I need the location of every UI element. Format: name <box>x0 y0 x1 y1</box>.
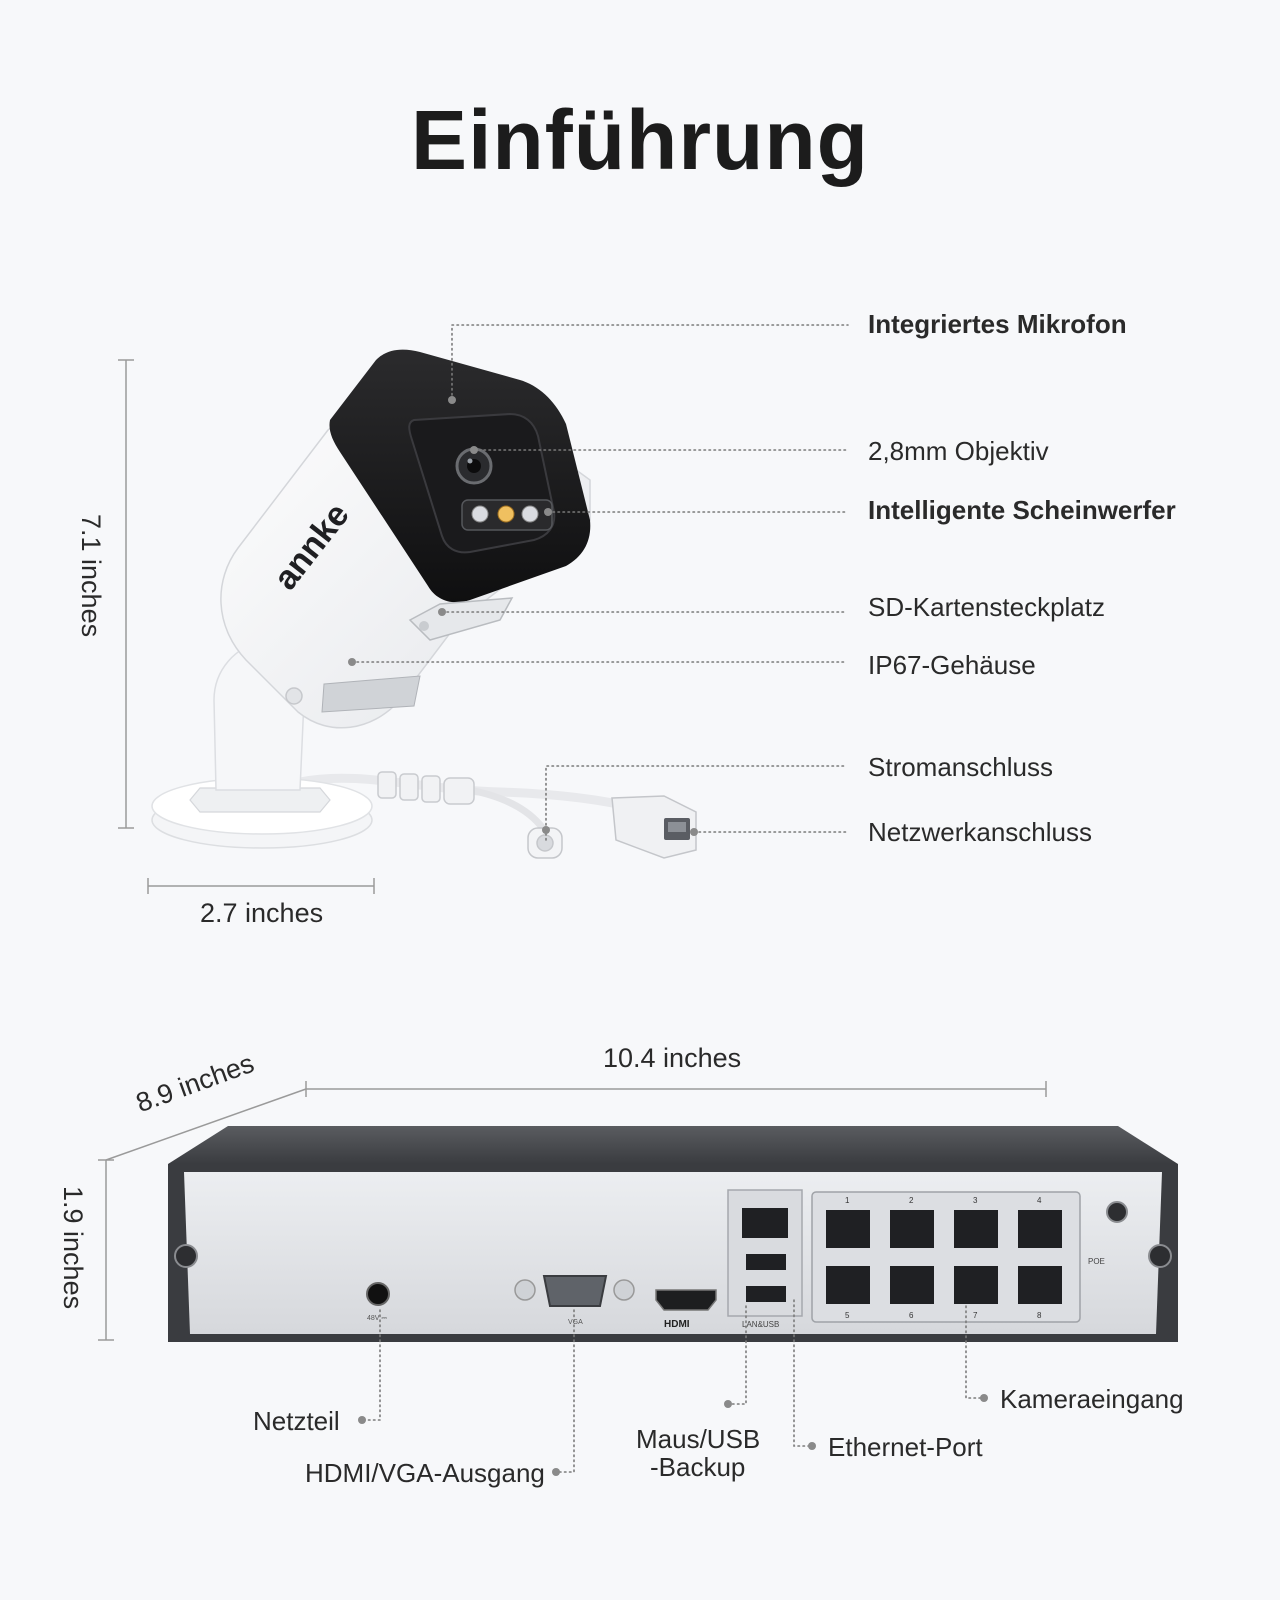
callout-psu: Netzteil <box>253 1406 340 1436</box>
sd-card-slot <box>408 597 514 641</box>
nvr-height-label: 1.9 inches <box>58 1186 88 1310</box>
nvr-width-label: 10.4 inches <box>603 1043 742 1073</box>
callout-usb-line2: -Backup <box>650 1452 746 1482</box>
svg-text:1: 1 <box>845 1196 850 1205</box>
callout-spotlights: Intelligente Scheinwerfer <box>868 495 1176 525</box>
nvr-vga-label: VGA <box>568 1319 583 1326</box>
svg-text:5: 5 <box>845 1311 850 1320</box>
callout-camera-input: Kameraeingang <box>1000 1384 1184 1414</box>
rj45-connector <box>611 795 697 859</box>
camera-callout-dots <box>348 396 698 836</box>
svg-text:2: 2 <box>909 1196 914 1205</box>
nvr-poe-label: POE <box>1088 1257 1105 1266</box>
nvr-screws <box>174 1201 1172 1268</box>
nvr-port-numbers: 1 2 3 4 5 6 7 8 <box>845 1196 1042 1320</box>
camera-width-dimension <box>147 878 375 894</box>
nvr-poe-ports <box>811 1191 1081 1323</box>
page-title: Einführung <box>411 93 869 187</box>
nvr-callout-dots <box>358 1394 988 1476</box>
callout-ethernet: Ethernet-Port <box>828 1432 983 1462</box>
camera-vent <box>321 675 421 713</box>
svg-text:6: 6 <box>909 1311 914 1320</box>
callout-lens: 2,8mm Objektiv <box>868 436 1049 466</box>
callout-sd-slot: SD-Kartensteckplatz <box>868 592 1105 622</box>
nvr-power-jack <box>366 1282 390 1306</box>
callout-usb-line1: Maus/USB <box>636 1424 761 1454</box>
svg-text:4: 4 <box>1037 1196 1042 1205</box>
callout-housing: IP67-Gehäuse <box>868 650 1036 680</box>
svg-text:7: 7 <box>973 1311 978 1320</box>
svg-text:8: 8 <box>1037 1311 1042 1320</box>
camera-height-label: 7.1 inches <box>76 514 106 638</box>
callout-video-output: HDMI/VGA-Ausgang <box>305 1458 545 1488</box>
callout-power: Stromanschluss <box>868 752 1053 782</box>
camera-callout-leaders <box>351 324 849 841</box>
nvr-illustration: 48V ⎓ VGA HDMI LAN&USB <box>168 1126 1178 1342</box>
camera-spotlights <box>461 499 553 531</box>
nvr-callout-leaders <box>363 1299 983 1473</box>
camera-illustration: annke <box>151 349 697 859</box>
svg-text:3: 3 <box>973 1196 978 1205</box>
camera-cable <box>295 773 655 817</box>
nvr-power-rating: 48V ⎓ <box>367 1315 387 1322</box>
nvr-top-cover <box>168 1126 1178 1164</box>
callout-microphone: Integriertes Mikrofon <box>868 309 1127 339</box>
nvr-lan-usb-block <box>727 1189 803 1317</box>
nvr-hdmi-port <box>655 1289 717 1311</box>
camera-height-dimension <box>118 359 134 829</box>
nvr-dimension-lines <box>98 1081 1047 1341</box>
callout-network: Netzwerkanschluss <box>868 817 1092 847</box>
nvr-vga-port <box>514 1275 635 1307</box>
camera-width-label: 2.7 inches <box>200 898 324 928</box>
nvr-hdmi-label: HDMI <box>664 1319 690 1330</box>
nvr-lan-usb-label: LAN&USB <box>742 1320 779 1329</box>
cable-strain-relief <box>377 771 475 805</box>
